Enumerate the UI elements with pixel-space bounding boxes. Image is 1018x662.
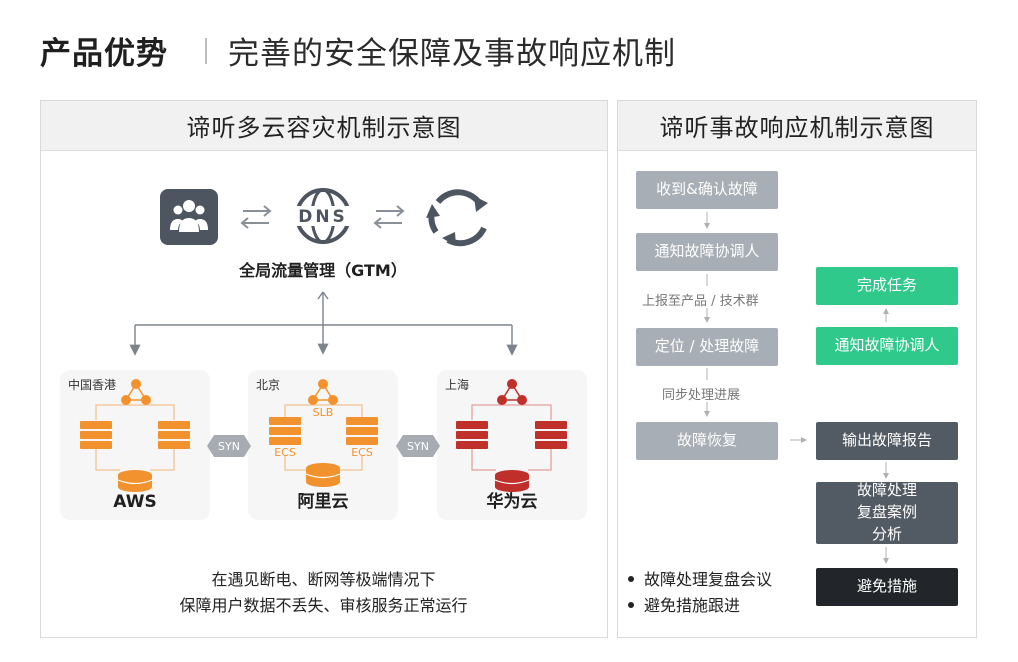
dns-globe-icon: DNS (293, 188, 353, 244)
distribution-lines (129, 291, 518, 356)
region-label: 上海 (445, 378, 470, 392)
database-icon (305, 463, 341, 487)
bullet-text: 故障处理复盘会议 (644, 570, 773, 589)
aws-topology (80, 379, 190, 492)
exchange-arrows-icon (373, 205, 405, 229)
server-icon (80, 421, 112, 449)
note-sync-progress: 同步处理进展 (662, 388, 741, 403)
step-notify-coordinator-final: 通知故障协调人 (816, 327, 958, 365)
aliyun-topology: SLB ECS ECS (269, 379, 378, 487)
huawei-topology (456, 379, 567, 492)
ecs-label: ECS (351, 446, 373, 459)
note-escalate: 上报至产品 / 技术群 (642, 294, 759, 309)
title-divider (205, 38, 207, 64)
step-output-report: 输出故障报告 (816, 422, 958, 460)
bullet-item: 避免措施跟进 (628, 592, 740, 616)
bullet-dot-icon (628, 575, 634, 582)
caption-line: 保障用户数据不丢失、审核服务正常运行 (179, 596, 468, 615)
server-icon (535, 421, 567, 449)
cloud-name-huawei: 华为云 (486, 492, 538, 512)
step-notify-coordinator: 通知故障协调人 (636, 233, 778, 271)
gtm-label: 全局流量管理（GTM） (238, 261, 407, 280)
multicloud-panel-title: 谛听多云容灾机制示意图 (41, 101, 607, 151)
multicloud-panel: 谛听多云容灾机制示意图 (40, 100, 608, 638)
database-icon (494, 470, 530, 492)
server-icon (456, 421, 488, 449)
server-icon (269, 417, 301, 445)
server-icon (158, 421, 190, 449)
incident-panel-title: 谛听事故响应机制示意图 (618, 101, 976, 151)
step-review-analysis: 故障处理复盘案例分析 (816, 481, 958, 544)
slb-label: SLB (313, 406, 334, 419)
caption-line: 在遇见断电、断网等极端情况下 (211, 570, 436, 589)
region-label: 中国香港 (68, 378, 117, 392)
region-label: 北京 (256, 378, 281, 392)
sync-tag: SYN (396, 435, 440, 457)
sync-tag: SYN (207, 435, 251, 457)
ecs-label: ECS (274, 446, 296, 459)
refresh-arrowheads (426, 196, 488, 246)
step-review-analysis-label: 故障处理复盘案例分析 (856, 481, 917, 543)
users-icon (160, 189, 218, 245)
cloud-name-aws: AWS (113, 492, 157, 512)
step-complete-task: 完成任务 (816, 267, 958, 305)
incident-panel: 谛听事故响应机制示意图 (617, 100, 977, 638)
bullet-dot-icon (628, 601, 634, 608)
step-receive-confirm: 收到&确认故障 (636, 171, 778, 209)
svg-text:DNS: DNS (298, 207, 348, 227)
database-icon (117, 470, 153, 492)
page-title: 产品优势 (40, 36, 168, 72)
exchange-arrows-icon (240, 205, 272, 229)
page-subtitle: 完善的安全保障及事故响应机制 (228, 36, 676, 72)
bullet-text: 避免措施跟进 (644, 596, 741, 615)
cloud-name-aliyun: 阿里云 (297, 492, 349, 512)
step-avoid-measures: 避免措施 (816, 568, 958, 606)
bullet-item: 故障处理复盘会议 (628, 566, 772, 590)
step-locate-handle: 定位 / 处理故障 (636, 328, 778, 366)
step-recover: 故障恢复 (636, 422, 778, 460)
flow-connectors (704, 212, 889, 564)
server-icon (346, 417, 378, 445)
